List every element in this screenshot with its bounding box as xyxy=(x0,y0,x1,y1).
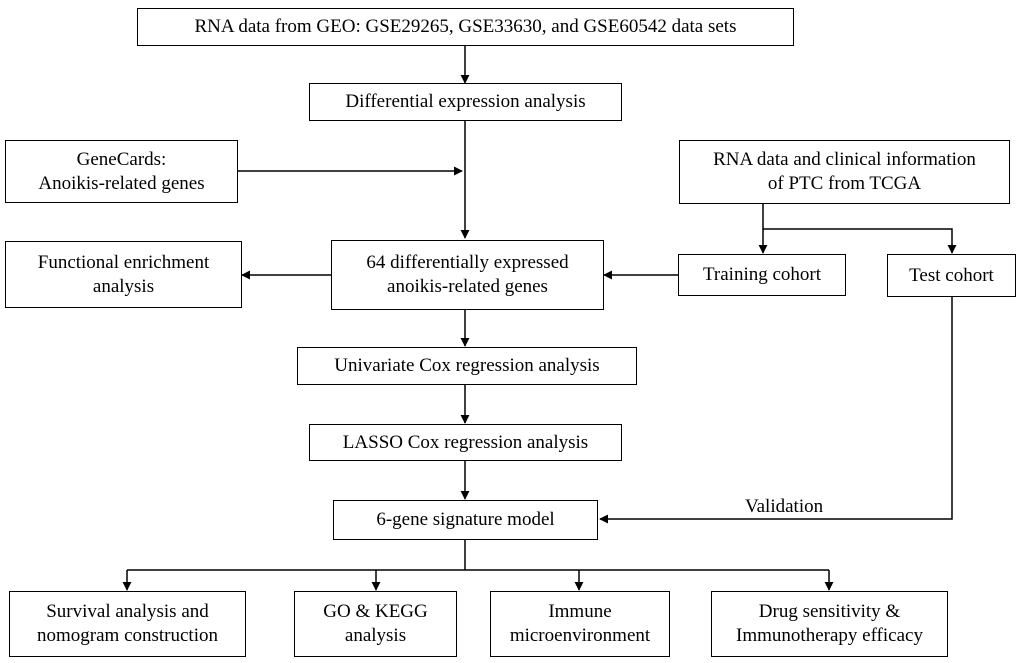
validation-label: Validation xyxy=(745,496,824,517)
test-cohort-box: Test cohort xyxy=(887,254,1016,297)
survival-analysis-box: Survival analysis and nomogram construct… xyxy=(9,591,246,657)
rna-geo-box: RNA data from GEO: GSE29265, GSE33630, a… xyxy=(137,8,794,46)
training-cohort-box: Training cohort xyxy=(678,254,846,296)
functional-enrichment-box: Functional enrichment analysis xyxy=(5,241,242,308)
go-kegg-box: GO & KEGG analysis xyxy=(294,591,457,657)
genecards-line2: Anoikis-related genes xyxy=(38,172,205,194)
lasso-cox-text: LASSO Cox regression analysis xyxy=(342,431,589,453)
training-cohort-text: Training cohort xyxy=(702,264,822,285)
genecards-box: GeneCards: Anoikis-related genes xyxy=(5,140,238,203)
tcga-line1: RNA data and clinical information xyxy=(713,149,976,170)
degs-line1: 64 differentially expressed xyxy=(366,252,569,273)
drug-sensitivity-line1: Drug sensitivity & xyxy=(758,601,901,622)
tcga-box: RNA data and clinical information of PTC… xyxy=(679,140,1010,204)
differential-expression-text: Differential expression analysis xyxy=(345,91,586,112)
survival-analysis-line2: nomogram construction xyxy=(37,625,218,646)
lasso-cox-box: LASSO Cox regression analysis xyxy=(309,424,622,461)
connector-tcga-split xyxy=(762,204,957,254)
differential-expression-box: Differential expression analysis xyxy=(309,83,622,121)
drug-sensitivity-line2: Immunotherapy efficacy xyxy=(736,625,923,646)
genecards-line1: GeneCards: xyxy=(76,148,167,170)
immune-microenvironment-line2: microenvironment xyxy=(509,625,651,646)
degs-box: 64 differentially expressed anoikis-rela… xyxy=(331,240,604,310)
drug-sensitivity-box: Drug sensitivity & Immunotherapy efficac… xyxy=(711,591,948,657)
degs-line2: anoikis-related genes xyxy=(387,276,548,297)
signature-model-text: 6-gene signature model xyxy=(376,509,555,530)
univariate-cox-box: Univariate Cox regression analysis xyxy=(297,347,637,385)
univariate-cox-text: Univariate Cox regression analysis xyxy=(334,355,600,376)
arrow-test-to-signature xyxy=(599,297,953,524)
immune-microenvironment-box: Immune microenvironment xyxy=(490,591,670,657)
functional-enrichment-line2: analysis xyxy=(92,275,155,297)
go-kegg-line2: analysis xyxy=(344,625,407,646)
tcga-line2: of PTC from TCGA xyxy=(767,173,922,194)
signature-model-box: 6-gene signature model xyxy=(333,500,598,540)
go-kegg-line1: GO & KEGG xyxy=(323,601,428,622)
immune-microenvironment-line1: Immune xyxy=(548,601,612,622)
test-cohort-text: Test cohort xyxy=(909,264,994,286)
survival-analysis-line1: Survival analysis and xyxy=(46,601,209,622)
rna-geo-text: RNA data from GEO: GSE29265, GSE33630, a… xyxy=(194,16,737,37)
functional-enrichment-line1: Functional enrichment xyxy=(37,251,210,273)
